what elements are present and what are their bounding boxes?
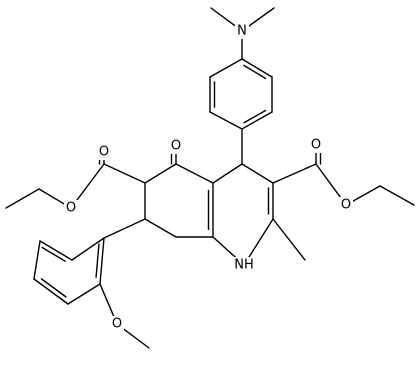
atom-label-layer: N O O O O O NH O (64, 23, 353, 332)
bond-CL-OL2 (74, 163, 105, 204)
bond-C4a-C5 (175, 163, 214, 184)
bond-b5-b6 (67, 283, 101, 305)
bond-C3-CR (272, 163, 317, 184)
o-methoxy-bg (110, 316, 124, 332)
bond-a3-a4 (241, 111, 273, 130)
bond-C4-C3 (241, 163, 274, 184)
bond-b4-b5 (33, 278, 69, 305)
right-ester-carbonyl-oxygen-label: O (311, 138, 321, 153)
n-amine-bg (235, 23, 249, 39)
amine-nitrogen-label: N (237, 24, 247, 39)
bond-b1-b2 (71, 237, 105, 261)
left-ester-ether-oxygen-label: O (66, 201, 76, 216)
bond-b6-b1 (99, 237, 105, 285)
o-left-carbonyl-bg (97, 144, 111, 160)
bond-C7-C8 (144, 218, 177, 238)
ring-nh-label: NH (234, 258, 254, 273)
bond-a1-a2 (241, 58, 273, 78)
o-ketone-bg (169, 138, 183, 154)
bond-NH-C8a (212, 236, 239, 260)
bond-N-me2 (247, 7, 275, 28)
bond-CH2L-CH3L (5, 188, 40, 209)
right-ester-ether-oxygen-label: O (341, 198, 351, 213)
bond-CR-OR2 (315, 163, 343, 201)
bond-OR2-CH2R (351, 185, 381, 203)
left-ester-carbonyl-oxygen-label: O (99, 145, 109, 160)
o-right-carbonyl-bg (309, 137, 323, 153)
bond-a4-a5 (209, 111, 243, 130)
bond-b2-b3 (39, 240, 73, 261)
bond-C4a-C4 (212, 163, 243, 184)
bond-OL2-CH2L (38, 188, 66, 206)
double-bond-b4-b5 (40, 278, 67, 298)
bond-C6-CL (103, 163, 146, 184)
double-bond-b6-b1 (95, 243, 100, 278)
bond-b3-b4 (33, 240, 41, 280)
ketone-oxygen-label: O (171, 139, 181, 154)
bond-CH2R-CH3R (379, 185, 415, 206)
bond-C2-Me2 (272, 218, 306, 261)
bond-a6-a1 (209, 58, 243, 78)
double-bond-a3-a4 (243, 109, 267, 124)
nh-bg (233, 257, 255, 273)
bond-OM-CM (121, 327, 150, 349)
methoxy-oxygen-label: O (112, 317, 122, 332)
bond-C7-b1 (103, 218, 146, 239)
double-bond-b2-b3 (41, 246, 66, 262)
bond-N-me1 (210, 7, 237, 27)
bond-layer (5, 7, 415, 349)
o-right-ether-bg (339, 197, 353, 213)
double-bond-a1-a2 (243, 64, 267, 80)
o-left-ether-bg (64, 200, 78, 216)
bond-C2-NH (248, 218, 274, 259)
bond-b6-OM (99, 283, 115, 319)
bond-C5-C6 (144, 163, 177, 184)
